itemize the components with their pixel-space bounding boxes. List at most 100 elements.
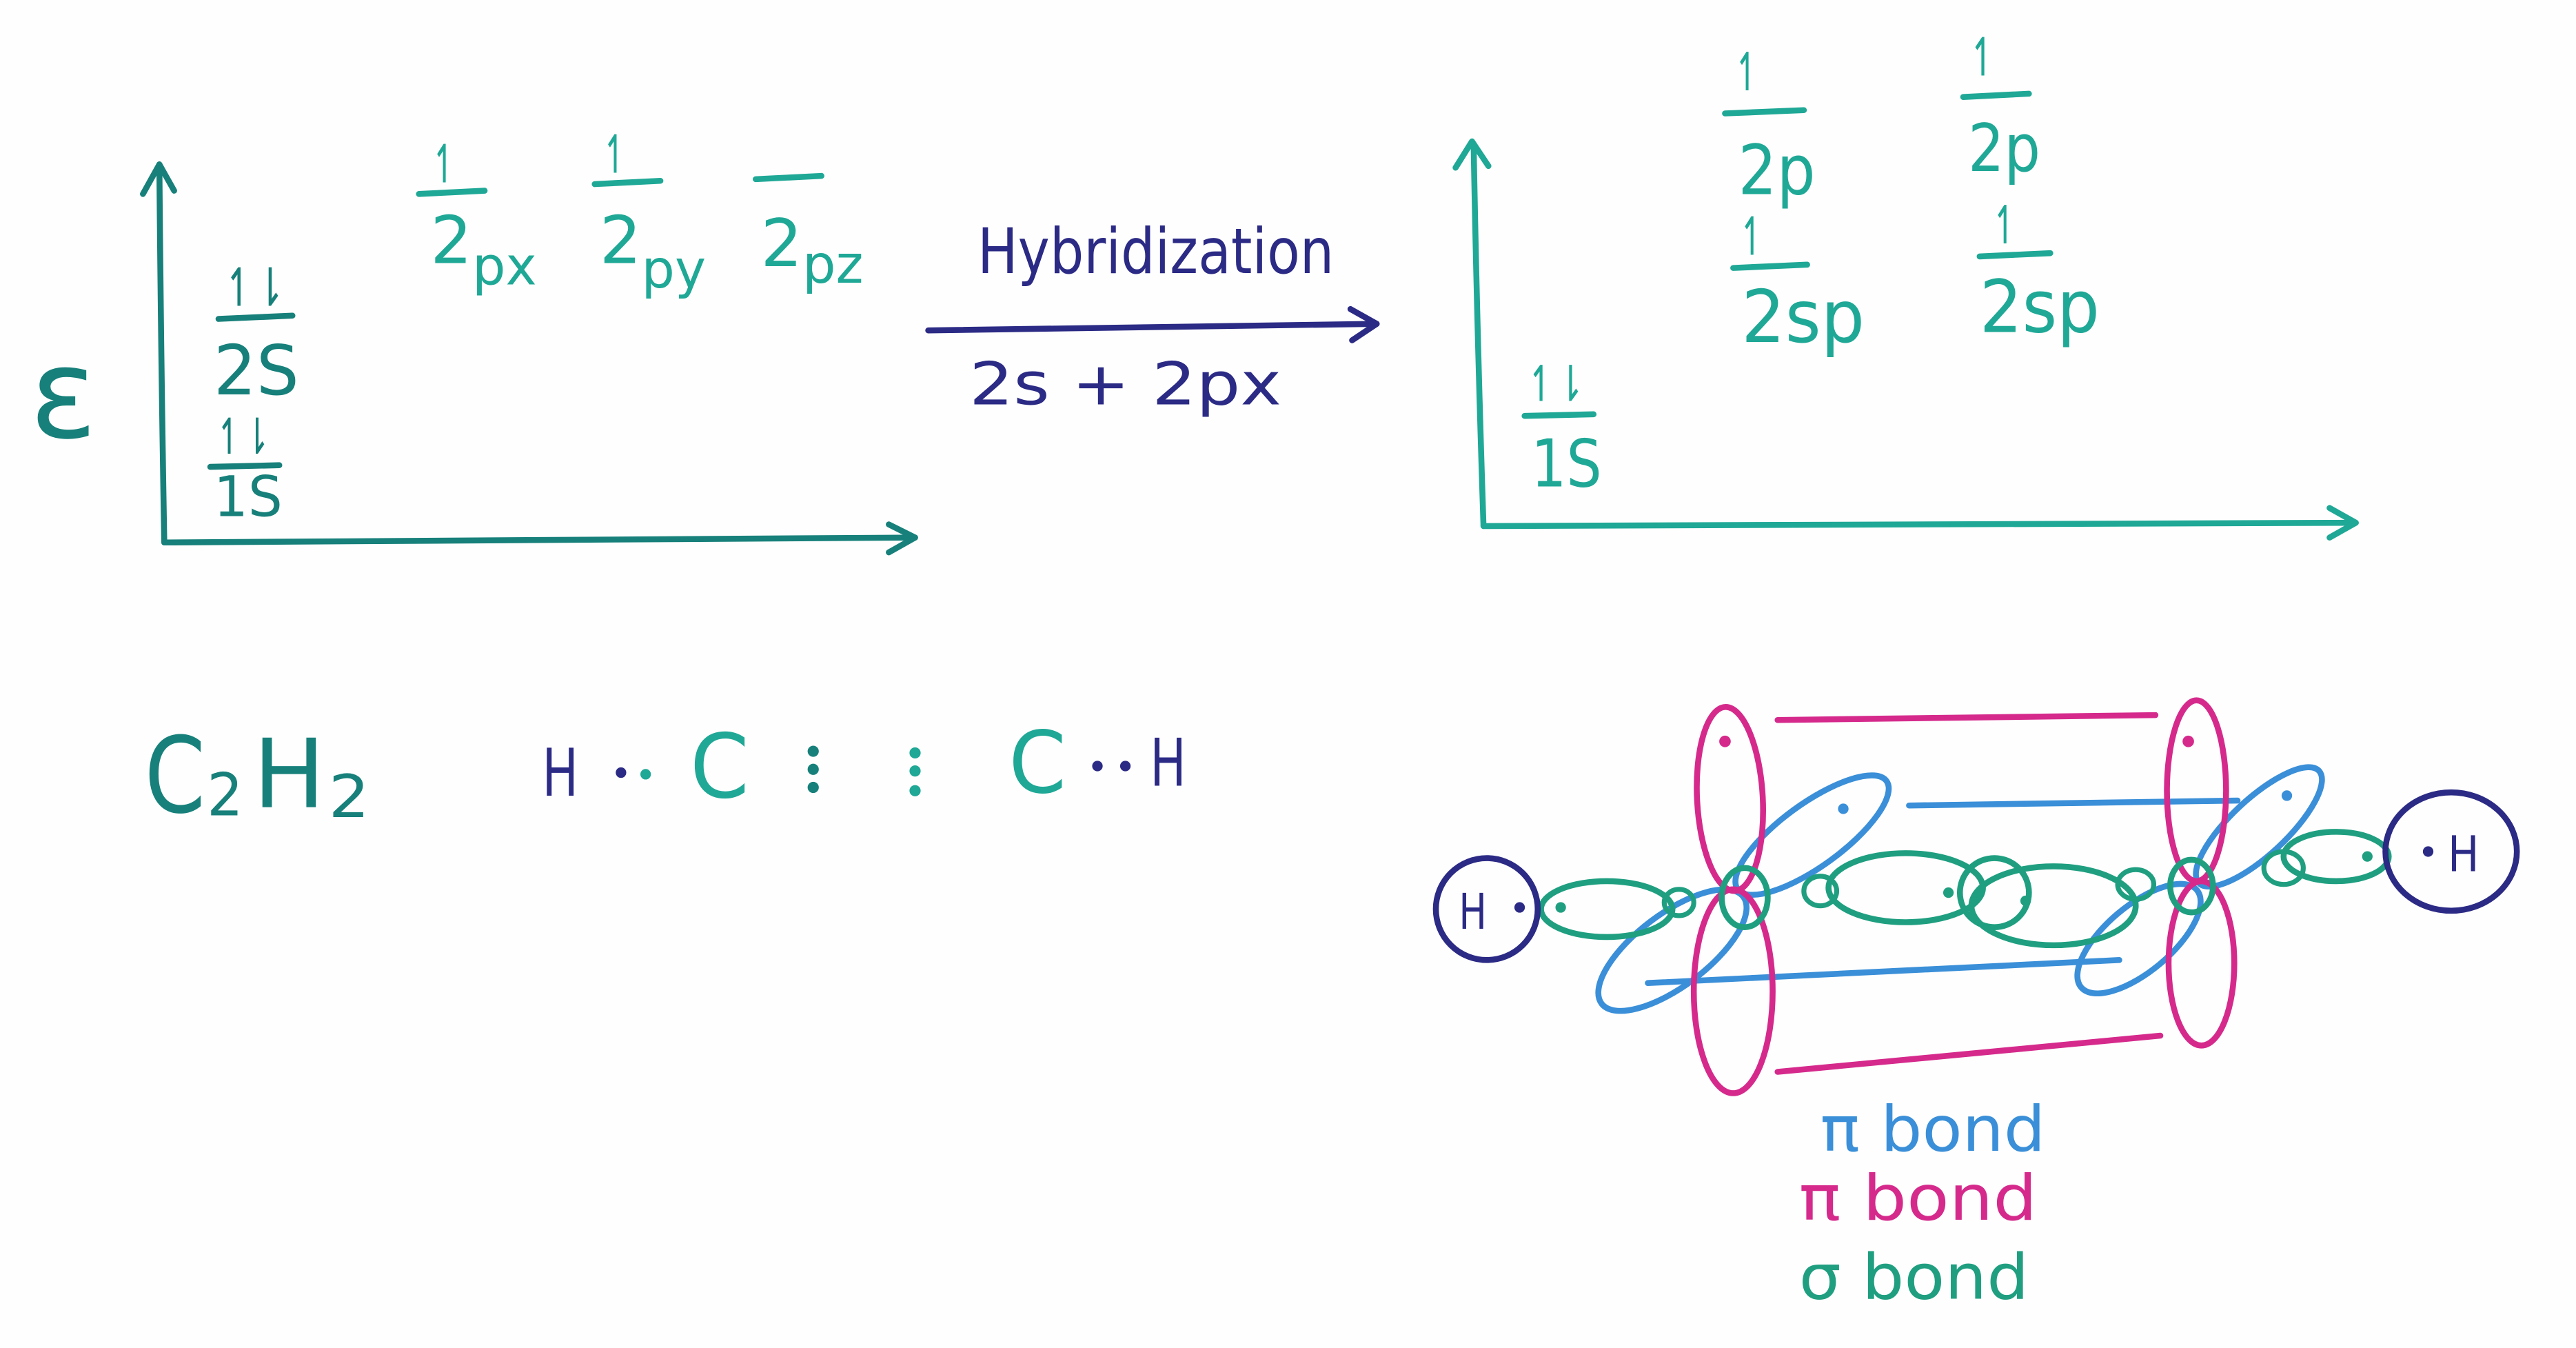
transition-arrowhead: [1347, 305, 1380, 343]
orbital-label-subscript: py: [642, 239, 707, 300]
electron-dot: [2362, 851, 2373, 862]
p-orbital-lobe: [1694, 704, 1767, 894]
sp-orbital-loop: [2115, 867, 2157, 902]
orbital-2p-b: ↿ 2p: [1960, 27, 2040, 187]
electron-dot: [2182, 735, 2194, 747]
sp-orbital-back-lobe: [2167, 856, 2216, 916]
orbital-2py: ↿ 2py: [591, 123, 706, 300]
pi-orbitals-magenta: [1690, 697, 2238, 1096]
orbital-level-line: [215, 312, 296, 322]
transition-subtitle: 2s + 2px: [969, 350, 1281, 419]
orbital-label: 2pz: [760, 206, 863, 295]
triple-bond-electrons-left: [807, 745, 819, 794]
electron-dot: [1719, 735, 1731, 747]
electron-dot: [1514, 902, 1525, 913]
ground-state-diagram: ε ↿⇂ 1S ↿⇂ 2S ↿ 2px ↿ 2py 2pz: [30, 123, 918, 556]
orbital-label: 2S: [214, 330, 299, 411]
p-orbital-lobe: [2074, 881, 2204, 997]
triple-bond-electrons-right: [909, 747, 921, 796]
electron-arrow: ↿: [1738, 206, 1767, 268]
orbital-label: 2py: [600, 203, 706, 300]
electron-pair-arrows: ↿⇂: [215, 408, 271, 465]
lewis-atom-h-right: H: [1150, 726, 1186, 802]
horizontal-axis-line: [1480, 519, 2357, 530]
orbital-1s: ↿⇂ 1S: [207, 408, 283, 530]
energy-axis-arrowhead: [140, 161, 177, 197]
electron-dot: [1119, 761, 1131, 772]
p-orbital-lobe: [1732, 772, 1892, 898]
lewis-structure: H C C H: [542, 714, 1186, 818]
electron-arrow: ↿: [1991, 194, 2020, 256]
electron-arrow: ↿: [1968, 27, 1998, 88]
orbital-2sp-b: ↿ 2sp: [1976, 194, 2100, 350]
orbital-level-line: [1521, 411, 1597, 419]
transition-title: Hybridization: [977, 216, 1334, 288]
electron-dot: [807, 781, 819, 794]
lewis-atom-c-left: C: [690, 716, 749, 818]
orbital-level-line: [753, 172, 824, 183]
orbital-overlap-diagram: H H: [1432, 697, 2520, 1096]
orbital-level-line: [1960, 90, 2032, 100]
sp-orbital-loop: [1801, 874, 1840, 909]
sp-orbital-loop: [1661, 887, 1696, 918]
orbital-label: 2px: [430, 203, 536, 296]
energy-axis-line: [1470, 141, 1487, 530]
hydrogen-circle: [1432, 855, 1541, 963]
sp-orbital-back-lobe: [1718, 865, 1771, 930]
orbital-2p-a: ↿ 2p: [1722, 41, 1816, 210]
formula-carbon-symbol: C: [145, 714, 205, 837]
orbital-label-subscript: pz: [802, 234, 863, 295]
s-sp-overlap-lobe: [2280, 829, 2392, 885]
hybridized-state-diagram: ↿⇂ 1S ↿ 2sp ↿ 2sp ↿ 2p ↿ 2p: [1452, 27, 2359, 541]
electron-dot: [1838, 803, 1849, 814]
orbital-2pz: 2pz: [753, 172, 864, 295]
pi-bond-line: [1906, 797, 2241, 809]
orbital-label-main: 2: [760, 206, 802, 282]
orbital-label-subscript: px: [472, 235, 537, 296]
electron-dot: [1943, 887, 1954, 898]
orbital-level-line: [1976, 250, 2053, 260]
sp-sp-overlap-lobe: [1968, 863, 2139, 949]
energy-label: ε: [30, 321, 97, 467]
electron-dot: [2281, 790, 2293, 801]
orbital-1s: ↿⇂ 1S: [1521, 356, 1602, 503]
electron-dot: [909, 747, 921, 759]
formula-hydrogen-count: 2: [329, 763, 370, 832]
lewis-atom-c-right: C: [1008, 714, 1066, 813]
orbital-label: 2p: [1968, 111, 2040, 187]
orbital-2px: ↿ 2px: [416, 134, 537, 296]
lewis-atom-h-left: H: [542, 736, 578, 812]
electron-dot: [2020, 895, 2031, 907]
orbital-label: 1S: [214, 465, 283, 530]
s-sp-overlap-lobe: [1538, 878, 1676, 940]
orbital-label: 2p: [1738, 130, 1816, 210]
p-orbital-lobe: [2165, 878, 2238, 1049]
electron-dot: [2422, 846, 2434, 857]
sigma-orbitals: [1538, 829, 2392, 949]
sp-sp-overlap-center: [1956, 855, 2032, 930]
orbital-level-line: [416, 188, 488, 197]
pi-bond-line: [1774, 712, 2159, 723]
orbital-label: 2sp: [1741, 275, 1865, 359]
electron-dot: [1092, 761, 1103, 772]
hybridization-transition: Hybridization 2s + 2px: [925, 216, 1380, 419]
hydrogen-atom-right: H: [2382, 789, 2520, 914]
orbital-label-main: 2: [600, 203, 642, 279]
electron-dot: [640, 769, 651, 780]
orbital-level-line: [591, 177, 664, 188]
energy-axis-line: [156, 161, 168, 546]
electron-dot: [807, 745, 819, 757]
horizontal-axis-line: [161, 534, 918, 546]
molecular-formula: C 2 H 2: [145, 714, 370, 837]
p-orbital-lobe: [2164, 697, 2229, 885]
horizontal-axis-arrowhead: [886, 521, 918, 556]
hybridized-state-axes: [1452, 138, 2359, 541]
orbital-2s: ↿⇂ 2S: [214, 256, 299, 411]
orbital-level-line: [207, 462, 283, 470]
electron-pair-arrows: ↿⇂: [223, 256, 286, 318]
orbital-level-line: [1722, 107, 1807, 117]
electron-dot: [909, 765, 921, 777]
hydrogen-label: H: [2448, 826, 2479, 883]
hydrogen-circle: [2382, 789, 2520, 914]
